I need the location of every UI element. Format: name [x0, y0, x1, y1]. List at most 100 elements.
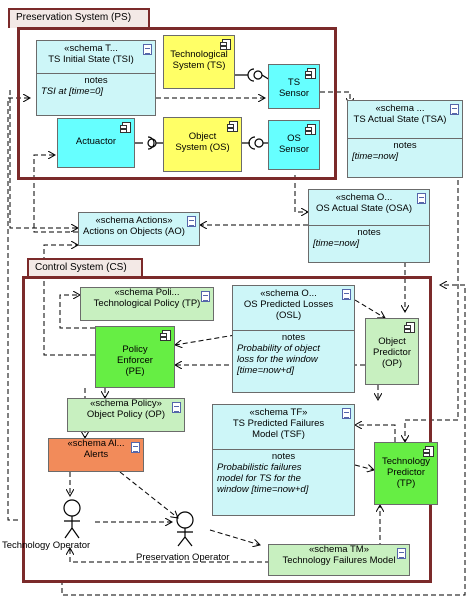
package-cs-tab: Control System (CS) [27, 258, 143, 278]
op-predictor-line2: Predictor [372, 346, 411, 358]
ao-header: «schema Actions» [95, 215, 173, 226]
package-ps-label: Preservation System (PS) [16, 12, 132, 23]
tsf-note2: model for TS for the [217, 472, 301, 484]
osl-name2: (OSL) [275, 309, 302, 321]
tsa-section: notes [393, 139, 417, 151]
node-actions-on-objects[interactable]: «schema Actions» Actions on Objects (AO) [78, 212, 200, 246]
osl-note2: loss for the window [237, 353, 318, 365]
tsa-name: TS Actual State (TSA) [353, 113, 447, 125]
edge-ao-to-actuator [33, 155, 78, 233]
os-line2: System (OS) [175, 141, 230, 153]
tsf-section: notes [271, 450, 296, 462]
node-ts-sensor[interactable]: TS Sensor [268, 64, 320, 109]
node-technology-predictor[interactable]: Technology Predictor (TP) [374, 442, 438, 505]
actor-preservation-operator-label: Preservation Operator [136, 552, 230, 563]
actor-technology-operator-body [64, 516, 80, 539]
node-alerts[interactable]: «schema Al... Alerts [48, 438, 144, 472]
node-object-policy[interactable]: «schema Policy» Object Policy (OP) [67, 398, 185, 432]
package-control-system [22, 276, 432, 583]
ts-line2: System (TS) [172, 59, 226, 71]
tm-header: «schema TM» [308, 544, 369, 555]
edge-ossensor-to-osa [294, 175, 308, 212]
tsi-section: notes [84, 74, 108, 86]
node-actuator[interactable]: Actuactor [57, 118, 135, 168]
edge-tm-to-techop [70, 548, 270, 563]
pe-line2: Enforcer [117, 354, 153, 366]
osl-name: OS Predicted Losses [243, 298, 334, 310]
tsa-header: «schema ... [375, 103, 425, 114]
actuator-label: Actuactor [75, 136, 117, 147]
schema-icon [143, 44, 152, 55]
ao-name: Actions on Objects (AO) [83, 225, 185, 237]
tsf-name: TS Predicted Failures [232, 417, 325, 429]
tsi-header: «schema T... [64, 43, 118, 54]
node-object-predictor[interactable]: Object Predictor (OP) [365, 318, 419, 385]
component-icon [305, 124, 316, 135]
tsi-note: TSI at [time=0] [41, 85, 104, 97]
node-tsi[interactable]: «schema T... TS Initial State (TSI) note… [36, 40, 156, 116]
node-tsf[interactable]: «schema TF» TS Predicted Failures Model … [212, 404, 355, 516]
schema-icon [201, 291, 210, 302]
actor-technology-operator-label: Technology Operator [2, 540, 91, 551]
osa-section: notes [357, 226, 381, 238]
node-osl[interactable]: «schema O... OS Predicted Losses (OSL) n… [232, 285, 355, 393]
schema-icon [342, 289, 351, 300]
package-ps-tab: Preservation System (PS) [8, 8, 150, 28]
edge-pe-to-tp [59, 295, 95, 329]
tsf-name2: Model (TSF) [252, 428, 305, 440]
tsi-name: TS Initial State (TSI) [48, 53, 134, 65]
edge-osl-to-op [354, 299, 385, 318]
tp-predictor-line1: Technology [381, 456, 431, 467]
node-technological-policy[interactable]: «schema Poli... Technological Policy (TP… [80, 287, 214, 321]
schema-icon [417, 193, 426, 204]
edge-tp-to-tsf [355, 425, 396, 442]
tp-policy-name: Technological Policy (TP) [93, 297, 201, 309]
ts-line1: Technological [170, 49, 228, 60]
tsf-note3: window [time=now+d] [217, 483, 309, 495]
node-tsa[interactable]: «schema ... TS Actual State (TSA) notes … [347, 100, 463, 178]
edge-cs-bottom-loop [61, 285, 466, 596]
edge-pe-to-ao-return [43, 245, 95, 356]
osl-note1: Probability of object [237, 342, 320, 354]
schema-icon [397, 548, 406, 559]
actor-preservation-operator-body [177, 528, 193, 547]
socket-os [248, 136, 256, 150]
node-osa[interactable]: «schema O... OS Actual State (OSA) notes… [308, 189, 430, 263]
component-icon [220, 39, 231, 50]
node-technology-failures-model[interactable]: «schema TM» Technology Failures Model [268, 544, 410, 576]
osl-header: «schema O... [260, 288, 317, 299]
schema-icon [342, 408, 351, 419]
component-icon [305, 68, 316, 79]
tm-name: Technology Failures Model [282, 554, 396, 566]
edge-tsf-to-tp [354, 465, 374, 470]
ts-sensor-line2: Sensor [278, 87, 310, 99]
op-predictor-line1: Object [378, 336, 406, 347]
node-policy-enforcer[interactable]: Policy Enforcer (PE) [95, 326, 175, 388]
schema-icon [187, 216, 196, 227]
component-icon [160, 330, 171, 341]
schema-icon [131, 442, 140, 453]
pe-line1: Policy [122, 344, 148, 355]
component-icon [404, 322, 415, 333]
node-technological-system[interactable]: Technological System (TS) [163, 35, 235, 89]
node-object-system[interactable]: Object System (OS) [163, 117, 242, 172]
alerts-name: Alerts [83, 448, 109, 460]
actors-drawing [63, 499, 194, 547]
component-icon [423, 446, 434, 457]
op-policy-name: Object Policy (OP) [86, 408, 166, 420]
socket-ts [247, 68, 255, 82]
op-predictor-line3: (OP) [381, 357, 403, 369]
tp-predictor-line2: Predictor [386, 466, 425, 478]
schema-icon [450, 104, 459, 115]
package-cs-label: Control System (CS) [35, 262, 127, 273]
edge-osl-to-pe [175, 334, 236, 345]
op-policy-header: «schema Policy» [90, 398, 162, 409]
node-os-sensor[interactable]: OS Sensor [268, 120, 320, 170]
schema-icon [172, 402, 181, 413]
edge-presop-to-tm [209, 529, 260, 545]
os-sensor-line1: OS [287, 133, 301, 144]
edge-alerts-to-presop [119, 471, 178, 518]
osl-section: notes [281, 331, 306, 343]
ts-sensor-line1: TS [287, 77, 301, 88]
osa-name: OS Actual State (OSA) [315, 202, 413, 214]
